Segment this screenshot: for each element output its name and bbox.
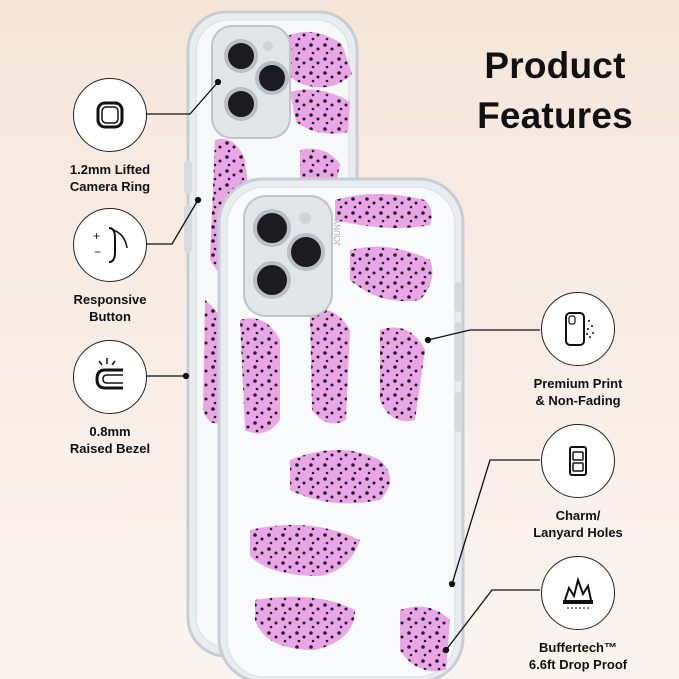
camera-ring-icon xyxy=(73,78,147,152)
front-phone-case: JOUNY xyxy=(217,177,465,679)
responsive-button-icon: + − xyxy=(73,208,147,282)
lanyard-holes-icon xyxy=(541,424,615,498)
leopard-print-front xyxy=(240,194,450,672)
feature-premium-print: Premium Print & Non-Fading xyxy=(488,292,668,409)
raised-bezel-icon xyxy=(73,340,147,414)
feature-camera-ring: 1.2mm Lifted Camera Ring xyxy=(20,78,200,195)
feature-lanyard-holes: Charm/ Lanyard Holes xyxy=(488,424,668,541)
title-line-1: Product xyxy=(484,45,626,86)
feature-label-camera-ring: 1.2mm Lifted Camera Ring xyxy=(69,162,151,194)
premium-print-icon xyxy=(541,292,615,366)
feature-label-drop-proof: Buffertech™ 6.6ft Drop Proof xyxy=(528,640,628,672)
feature-raised-bezel: 0.8mm Raised Bezel xyxy=(20,340,200,457)
drop-proof-icon xyxy=(541,556,615,630)
feature-label-responsive-button: Responsive Button xyxy=(73,292,147,324)
feature-drop-proof: Buffertech™ 6.6ft Drop Proof xyxy=(488,556,668,673)
feature-label-raised-bezel: 0.8mm Raised Bezel xyxy=(69,424,151,456)
svg-text:+: + xyxy=(93,229,100,243)
svg-text:−: − xyxy=(94,245,101,259)
feature-label-lanyard-holes: Charm/ Lanyard Holes xyxy=(533,508,623,540)
title-line-2: Features xyxy=(477,95,633,136)
feature-responsive-button: + − Responsive Button xyxy=(20,208,200,325)
feature-label-premium-print: Premium Print & Non-Fading xyxy=(533,376,623,408)
brand-text: JOUNY xyxy=(333,218,342,246)
